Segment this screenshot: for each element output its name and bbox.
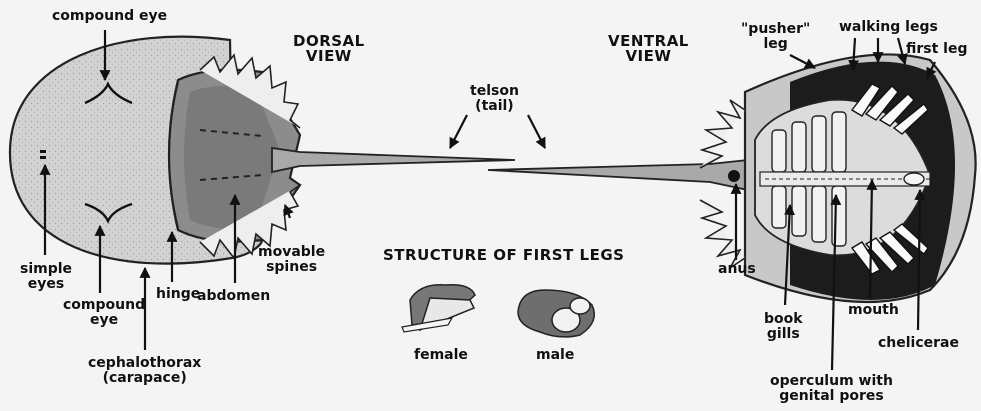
telson-ventral (488, 160, 748, 190)
label-operculum: operculum with genital pores (770, 374, 893, 404)
label-mouth: mouth (848, 303, 899, 318)
simple-eye-dot (40, 156, 46, 159)
ventral-spines-top (700, 100, 745, 168)
label-female: female (414, 348, 468, 363)
dorsal-view-drawing (10, 37, 515, 264)
label-pusher-leg: "pusher" leg (741, 22, 810, 52)
label-telson: telson (tail) (470, 84, 519, 114)
label-ventral-view: VENTRAL VIEW (608, 34, 689, 64)
label-compound-eye-bottom: compound eye (63, 298, 145, 328)
simple-eye-dot (40, 150, 46, 153)
label-hinge: hinge (156, 287, 200, 302)
telson-dorsal (272, 148, 515, 172)
label-compound-eye-top: compound eye (52, 9, 167, 24)
label-anus: anus (718, 262, 756, 277)
male-first-leg-drawing (518, 290, 594, 337)
label-book-gills: book gills (764, 312, 803, 342)
label-male: male (536, 348, 574, 363)
label-chelicerae: chelicerae (878, 336, 959, 351)
female-first-leg-drawing (402, 285, 475, 332)
label-dorsal-view: DORSAL VIEW (293, 34, 365, 64)
label-walking-legs: walking legs (839, 20, 938, 35)
label-movable-spines: movable spines (258, 245, 325, 275)
label-structure-of-first-legs: STRUCTURE OF FIRST LEGS (383, 248, 624, 263)
label-first-leg: first leg (906, 42, 968, 57)
label-simple-eyes: simple eyes (20, 262, 72, 292)
label-abdomen: abdomen (197, 289, 270, 304)
ventral-spines-bottom (700, 200, 745, 268)
label-cephalothorax: cephalothorax (carapace) (88, 356, 201, 386)
